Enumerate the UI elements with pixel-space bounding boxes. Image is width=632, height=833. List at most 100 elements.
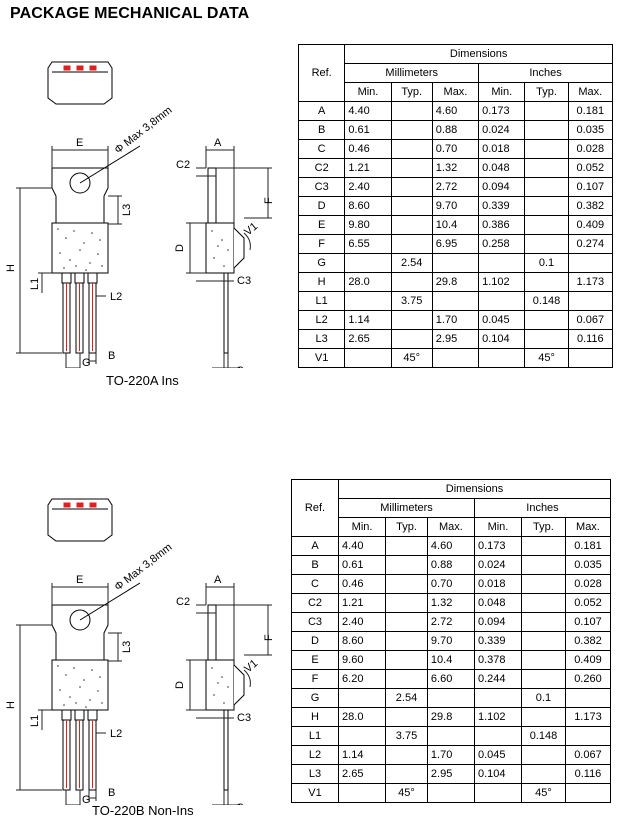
cell-mm-typ: [390, 310, 433, 330]
dim-label-hole: Φ Max 3,8mm: [112, 541, 174, 593]
cell-in-max: 1.173: [567, 272, 614, 292]
top-view: [47, 61, 113, 105]
dim-label-c3: C3: [237, 712, 251, 724]
dim-label-c: C: [236, 802, 244, 805]
package-label-2: TO-220B Non-Ins: [92, 803, 194, 818]
dim-label-l3: L3: [121, 204, 133, 216]
cell-in-max: [567, 253, 614, 273]
cell-in-typ: [521, 707, 566, 727]
cell-mm-typ: 45°: [385, 783, 428, 803]
cell-in-typ: [524, 310, 569, 330]
cell-in-typ: [521, 612, 566, 632]
cell-mm-max: [426, 783, 475, 803]
cell-mm-min: 0.61: [338, 555, 387, 575]
cell-in-typ: 0.1: [524, 253, 569, 273]
cell-ref: D: [290, 631, 340, 651]
cell-mm-typ: [385, 669, 428, 689]
cell-in-min: 0.386: [478, 215, 526, 235]
cell-in-min: 0.104: [478, 329, 526, 349]
dim-label-e: E: [76, 574, 83, 586]
cell-ref: L3: [297, 329, 346, 349]
cell-mm-typ: [385, 612, 428, 632]
cell-ref: C2: [297, 158, 346, 178]
header-millimeters: Millimeters: [344, 63, 480, 83]
cell-mm-max: 0.88: [431, 120, 480, 140]
cell-in-typ: [524, 215, 569, 235]
dim-label-c2: C2: [176, 596, 190, 608]
dim-label-b: B: [108, 350, 115, 362]
cell-mm-min: 28.0: [338, 707, 387, 727]
header-mm-max: Max.: [431, 82, 480, 102]
front-view: [51, 167, 109, 354]
cell-mm-max: 1.70: [431, 310, 480, 330]
side-view: [205, 167, 245, 354]
side-view: [205, 604, 245, 791]
cell-mm-min: 2.65: [344, 329, 392, 349]
cell-in-typ: [524, 272, 569, 292]
cell-mm-min: 2.65: [338, 764, 387, 784]
dim-label-h: H: [5, 701, 17, 709]
header-inches: Inches: [473, 498, 612, 518]
cell-in-min: 0.094: [478, 177, 526, 197]
cell-mm-typ: [385, 555, 428, 575]
dim-label-l2: L2: [110, 291, 122, 303]
cell-in-typ: [524, 177, 569, 197]
cell-ref: V1: [290, 783, 340, 803]
cell-mm-max: 29.8: [426, 707, 475, 727]
cell-mm-max: 2.72: [426, 612, 475, 632]
cell-mm-typ: 2.54: [385, 688, 428, 708]
cell-in-min: [478, 348, 526, 368]
cell-mm-typ: [385, 631, 428, 651]
cell-in-max: 0.409: [564, 650, 612, 670]
front-view: [51, 604, 109, 791]
cell-mm-min: [338, 726, 387, 746]
cell-mm-max: 2.95: [426, 764, 475, 784]
cell-ref: C3: [297, 177, 346, 197]
cell-mm-max: 0.88: [426, 555, 475, 575]
dim-label-a: A: [214, 574, 222, 586]
header-inches: Inches: [478, 63, 613, 83]
cell-mm-min: 8.60: [344, 196, 392, 216]
cell-ref: A: [290, 536, 340, 556]
cell-ref: F: [297, 234, 346, 254]
cell-mm-typ: [385, 593, 428, 613]
cell-mm-max: 1.32: [426, 593, 475, 613]
cell-in-min: [478, 253, 526, 273]
cell-mm-max: [431, 291, 480, 311]
cell-in-max: 0.035: [564, 555, 612, 575]
cell-ref: V1: [297, 348, 346, 368]
cell-in-max: [564, 726, 612, 746]
cell-ref: L1: [290, 726, 340, 746]
cell-ref: E: [297, 215, 346, 235]
cell-mm-typ: [385, 536, 428, 556]
cell-in-min: 0.045: [478, 310, 526, 330]
cell-in-min: [473, 726, 523, 746]
cell-in-max: 0.116: [567, 329, 614, 349]
dim-label-f: F: [263, 634, 275, 641]
cell-in-max: 0.067: [564, 745, 612, 765]
cell-in-max: 0.382: [564, 631, 612, 651]
dim-label-c: C: [236, 365, 244, 368]
cell-in-min: 0.339: [473, 631, 523, 651]
cell-mm-max: 1.70: [426, 745, 475, 765]
cell-mm-max: 0.70: [426, 574, 475, 594]
cell-mm-max: 4.60: [426, 536, 475, 556]
cell-mm-min: [338, 783, 387, 803]
cell-mm-max: 6.95: [431, 234, 480, 254]
drawing-package-1: E Φ Max 3,8mm H L1 L3 L2 G B A C2 F D C3…: [0, 28, 290, 368]
header-mm-max: Max.: [426, 517, 475, 537]
header-in-typ: Typ.: [524, 82, 569, 102]
cell-in-max: 0.181: [567, 101, 614, 121]
cell-ref: A: [297, 101, 346, 121]
